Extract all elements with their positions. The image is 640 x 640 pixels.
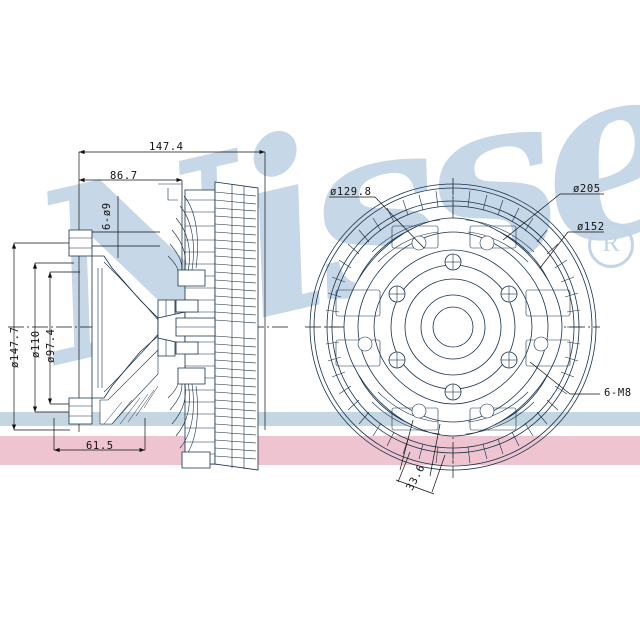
- dimension-label-pilot-diameter: ø110: [30, 330, 42, 358]
- front-view-geometry: [305, 178, 604, 495]
- dimension-label-hub-length: 61.5: [86, 440, 114, 452]
- bolt-holes: [388, 253, 518, 401]
- leader-lines-front: [329, 193, 604, 495]
- dimension-lines-section: [8, 149, 290, 453]
- fin-stack: [214, 181, 259, 471]
- dimension-label-inner-diameter: ø152: [577, 221, 605, 233]
- dimension-label-bolt-holes-section: 6-ø9: [101, 202, 113, 230]
- section-view-geometry: [68, 181, 259, 471]
- dimension-label-threaded-holes: 6-M8: [604, 387, 632, 399]
- dimension-label-max-outer-diameter: ø205: [573, 183, 601, 195]
- dimension-label-hub-diameter: ø97.4: [45, 328, 57, 363]
- dimension-label-bolt-circle-diameter: ø129.8: [330, 186, 372, 198]
- dimension-label-length-to-flange: 86.7: [110, 170, 138, 182]
- dimension-label-outer-diameter-section: ø147.7: [9, 326, 21, 368]
- dimension-label-overall-length: 147.4: [149, 141, 184, 153]
